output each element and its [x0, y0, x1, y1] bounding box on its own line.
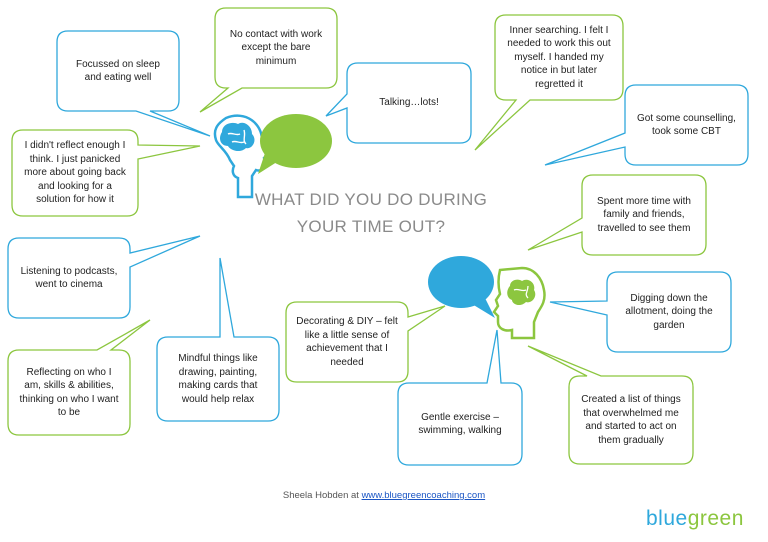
- logo-blue: blue: [646, 507, 688, 530]
- bubble-text-11: Mindful things like drawing, painting, m…: [178, 353, 258, 405]
- bubble-text-13: Gentle exercise – swimming, walking: [418, 411, 502, 437]
- speech-bubble-outline: [156, 257, 280, 422]
- speech-bubble-outline: [7, 319, 151, 436]
- speech-bubble-outline: [397, 329, 523, 466]
- right-speech-bubble-icon: [428, 256, 495, 318]
- speech-bubble-outline: [527, 345, 694, 465]
- left-speech-bubble-icon: [258, 114, 332, 174]
- bubble-text-7: Spent more time with family and friends,…: [597, 195, 691, 234]
- bubble-text-6: I didn't reflect enough I think. I just …: [24, 140, 126, 206]
- bubble-text-2: No contact with work except the bare min…: [229, 28, 323, 67]
- bubble-text-8: Listening to podcasts, went to cinema: [20, 265, 118, 291]
- bubble-text-14: Created a list of things that overwhelme…: [581, 394, 681, 446]
- speech-bubble-outline: [544, 84, 749, 166]
- bluegreen-logo: bluegreen: [646, 507, 744, 531]
- right-head-brain-icon: [492, 266, 546, 340]
- bubble-text-4: Inner searching. I felt I needed to work…: [507, 24, 611, 90]
- speech-bubble-outline: [527, 174, 707, 256]
- speech-bubble-outline: [325, 62, 472, 144]
- speech-bubble-outline: [56, 30, 211, 137]
- credit-line: Sheela Hobden at www.bluegreencoaching.c…: [0, 490, 768, 501]
- bubble-text-5: Got some counselling, took some CBT: [637, 112, 736, 138]
- bubble-text-9: Digging down the allotment, doing the ga…: [625, 292, 713, 331]
- page-title: WHAT DID YOU DO DURING YOUR TIME OUT?: [254, 190, 488, 237]
- speech-bubble-outline: [474, 14, 624, 151]
- credit-prefix: Sheela Hobden at: [282, 490, 362, 501]
- speech-bubble-outline: [11, 129, 201, 217]
- bubble-text-3: Talking…lots!: [379, 97, 439, 109]
- logo-green: green: [687, 507, 744, 530]
- bubble-text-12: Reflecting on who I am, skills & abiliti…: [19, 366, 119, 419]
- speech-bubble-outline: [7, 235, 201, 319]
- speech-bubble-outline: [285, 301, 446, 383]
- speech-bubble-outline: [199, 7, 338, 113]
- speech-bubble-outline: [549, 271, 732, 353]
- bubble-text-1: Focussed on sleep and eating well: [76, 58, 160, 84]
- bubble-text-10: Decorating & DIY – felt like a little se…: [296, 316, 398, 368]
- website-link[interactable]: www.bluegreencoaching.com: [361, 490, 486, 501]
- left-head-brain-icon: [213, 114, 270, 199]
